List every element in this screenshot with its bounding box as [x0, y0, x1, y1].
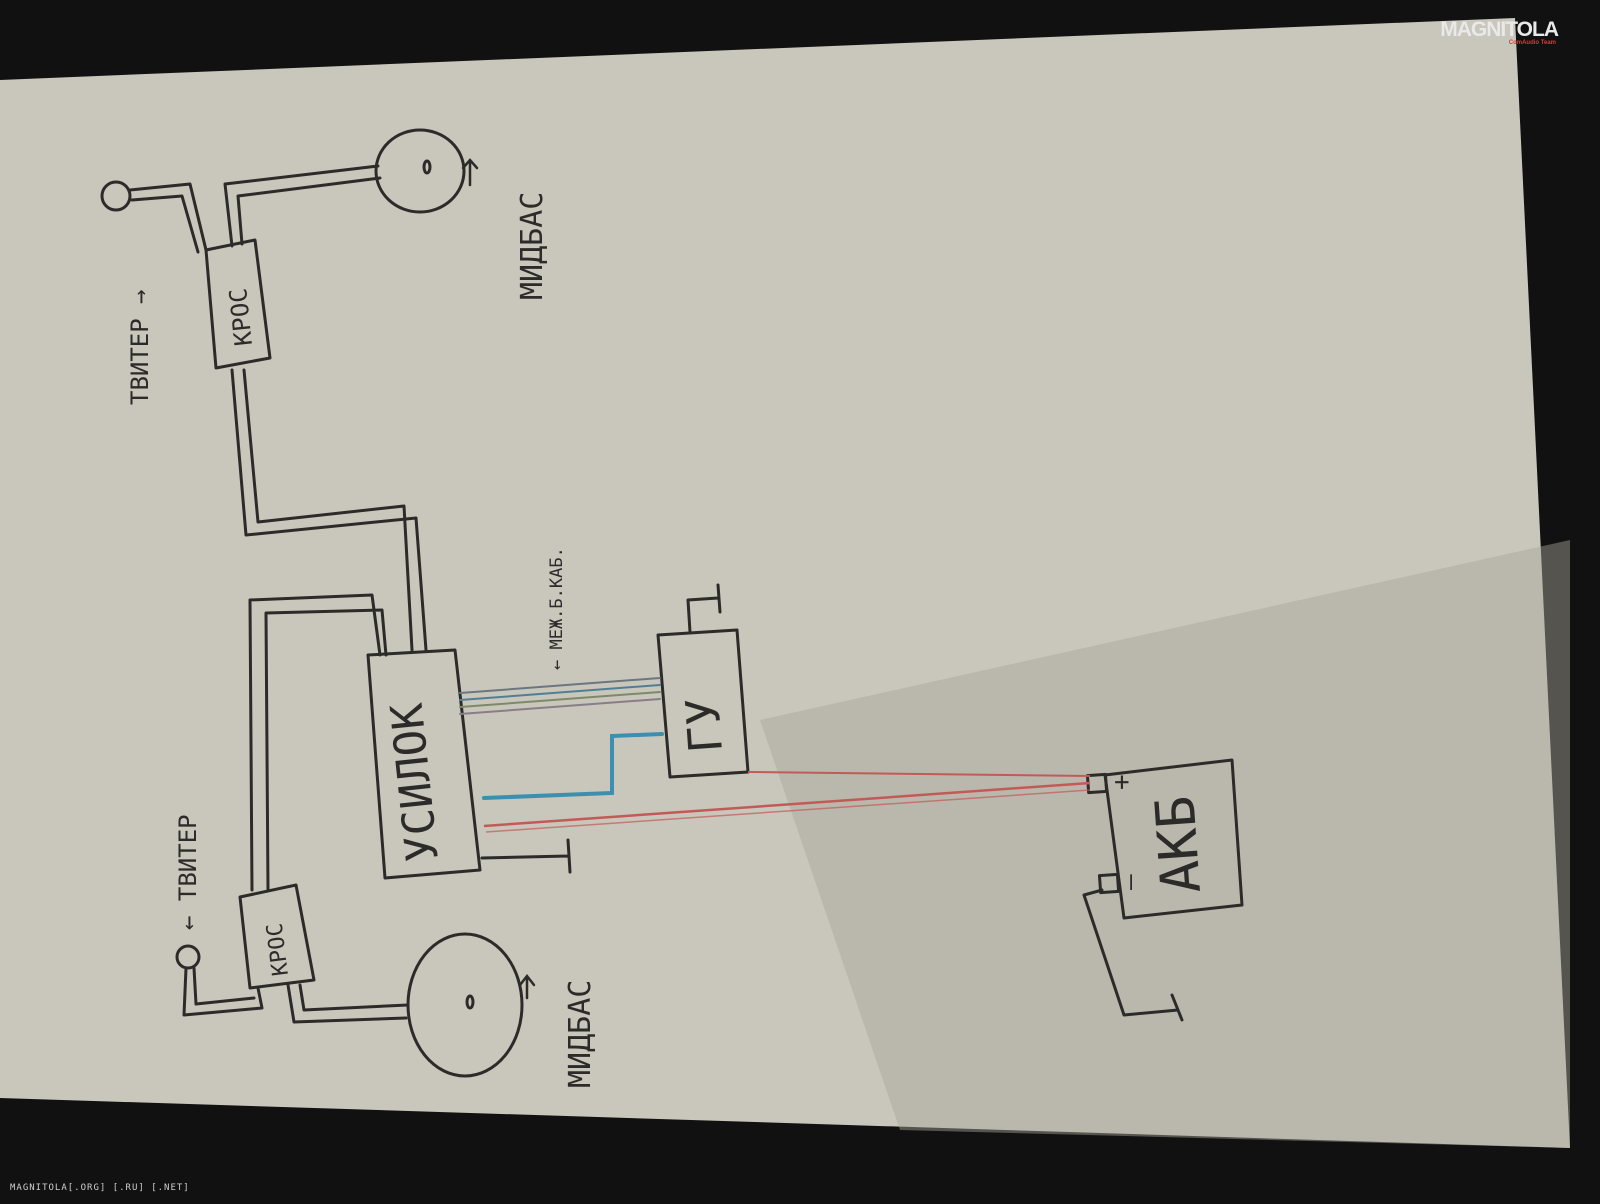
wire-tweeter-top	[128, 182, 208, 254]
cross-top-box	[204, 238, 272, 370]
wire-midbass-bottom	[286, 983, 410, 1024]
wire-rca-3	[459, 691, 661, 708]
midbass-top-icon	[374, 128, 466, 214]
battery-box	[1103, 758, 1244, 920]
wire-amp-cross-bottom	[248, 593, 388, 892]
wire-cross-amp-top	[230, 368, 428, 652]
wire-power-amp	[483, 781, 1091, 828]
wire-power-head-unit	[747, 771, 1091, 777]
label-midbass-top: МИДБАС	[515, 192, 550, 300]
battery-terminal-minus	[1097, 872, 1121, 895]
brand-logo-text: MAGNITOLA	[1440, 18, 1559, 41]
amp-box	[366, 648, 482, 880]
cross-bottom-box	[238, 883, 316, 990]
amp-ground	[480, 838, 572, 874]
label-midbass-bottom: МИДБАС	[563, 980, 598, 1088]
wire-rca-1	[459, 677, 661, 694]
label-battery-minus: –	[1115, 874, 1145, 890]
brand-sub-text: ComAudio Team	[1508, 40, 1556, 46]
arrow-midbass-top-icon	[461, 158, 479, 187]
label-battery-plus: +	[1107, 774, 1137, 790]
tweeter-top-icon	[100, 180, 132, 212]
footer-watermark: MAGNITOLA[.ORG] [.RU] [.NET]	[10, 1183, 190, 1193]
arrow-midbass-bottom-icon	[518, 973, 536, 1000]
wire-rca-4	[459, 698, 661, 715]
label-tweeter-bottom: ← ТВИТЕР	[174, 814, 202, 930]
wire-midbass-top	[223, 164, 382, 248]
head-unit-ground	[686, 583, 722, 634]
label-cross-top: КРОС	[224, 287, 258, 347]
wire-remote-blue	[482, 732, 664, 800]
tweeter-bottom-icon	[175, 944, 201, 970]
paper-sheet	[0, 18, 1570, 1148]
midbass-bottom-cone	[465, 994, 475, 1010]
battery-ground	[1082, 888, 1184, 1022]
wire-power-amp-2	[485, 789, 1091, 833]
label-interconnect: ← МЕЖ.Б.КАБ.	[547, 547, 567, 670]
label-battery: АКБ	[1143, 794, 1213, 896]
label-tweeter-top: ТВИТЕР →	[126, 289, 154, 405]
midbass-top-cone	[422, 159, 432, 175]
wire-tweeter-bottom	[182, 966, 264, 1017]
wire-rca-2	[459, 684, 661, 701]
label-head-unit: ГУ	[675, 696, 733, 755]
paper-shadow	[760, 540, 1570, 1148]
